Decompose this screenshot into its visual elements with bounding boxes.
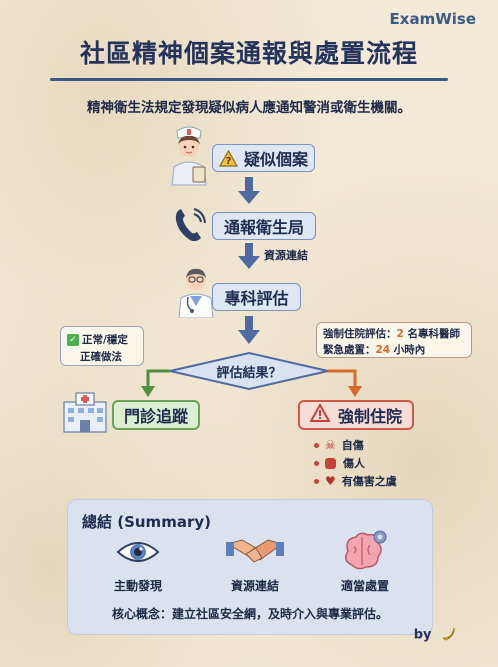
hospital-icon: [63, 392, 107, 433]
summary-panel: [67, 499, 433, 635]
arrow-2-shaft: [245, 243, 253, 256]
banana-icon: [440, 625, 456, 645]
arrow-1-shaft: [245, 177, 253, 191]
core-concept: 核心概念：建立社區安全網，及時介入與專業評估。: [111, 607, 388, 621]
arrow-3-shaft: [245, 316, 253, 331]
skull-icon: ☠: [325, 438, 336, 452]
handshake-icon: [226, 539, 284, 563]
outpatient-followup-box: 門診追蹤: [112, 400, 200, 430]
reason-item: 傷人: [314, 454, 397, 472]
compulsory-admission-label: 強制住院: [337, 407, 402, 426]
summary-item-disposition: 適當處置: [340, 579, 389, 593]
doctor-icon: [178, 268, 214, 318]
check-icon: ✓: [67, 333, 79, 346]
eye-icon: [116, 542, 160, 562]
bullet-dot: [314, 478, 319, 484]
broken-heart-icon: ♥: [325, 474, 336, 488]
step-assess-label: 專科評估: [224, 289, 289, 308]
resource-link-note: 資源連結: [264, 249, 308, 262]
brain-gear-icon: [345, 530, 387, 570]
left-note-line2: 正確做法: [80, 351, 122, 363]
alert-icon: [309, 402, 331, 426]
phone-icon: [175, 208, 206, 242]
green-branch-head: [141, 386, 155, 397]
arrow-3-head: [238, 330, 260, 344]
step-specialist-assessment: 專科評估: [212, 283, 301, 311]
orange-branch-head: [348, 386, 362, 397]
reason-item: ☠ 自傷: [314, 436, 397, 454]
footer-by-text: by: [413, 627, 432, 643]
title-underline: [50, 78, 448, 81]
decision-diamond: [169, 351, 329, 391]
outpatient-followup-label: 門診追蹤: [123, 407, 188, 426]
page-title: 社區精神個案通報與處置流程: [79, 39, 418, 68]
fist-icon: [325, 457, 336, 469]
green-branch-line: [146, 369, 170, 388]
warning-icon: ?: [218, 149, 239, 167]
right-note-bubble: 強制住院評估：2 名專科醫師 緊急處置：24 小時內: [316, 322, 472, 358]
bullet-dot: [314, 460, 319, 466]
step-report-label: 通報衛生局: [223, 218, 304, 237]
footer-credit: by: [414, 625, 456, 645]
svg-text:?: ?: [226, 156, 232, 167]
brand-logo: ExamWise: [389, 10, 476, 28]
left-note-text1: 正常/穩定: [82, 334, 128, 346]
left-note-line1: ✓ 正常/穩定: [67, 332, 128, 347]
decision-label: 評估結果？: [216, 366, 282, 381]
right-note-line2: 緊急處置：24 小時內: [323, 344, 426, 356]
left-note-bubble: ✓ 正常/穩定 正確做法: [60, 326, 144, 366]
arrow-2-head: [238, 256, 260, 269]
step-suspect-case: ? 疑似個案: [212, 144, 315, 172]
bullet-dot: [314, 442, 319, 448]
nurse-icon: [171, 126, 207, 186]
step-suspect-label: 疑似個案: [243, 150, 308, 169]
arrow-1-head: [238, 191, 260, 204]
summary-item-detect: 主動發現: [113, 579, 162, 593]
orange-branch-line: [328, 369, 357, 388]
right-note-line1: 強制住院評估：2 名專科醫師: [323, 328, 460, 340]
compulsory-admission-box: 強制住院: [298, 400, 414, 430]
reason-item: ♥ 有傷害之虞: [314, 472, 397, 490]
down-arrows: [238, 177, 260, 344]
admission-reasons-list: ☠ 自傷 傷人 ♥ 有傷害之虞: [314, 436, 397, 490]
subtitle: 精神衛生法規定發現疑似病人應通知警消或衛生機關。: [87, 100, 411, 116]
summary-title: 總結 (Summary): [82, 513, 211, 531]
summary-item-resource: 資源連結: [230, 579, 279, 593]
step-report-health-bureau: 通報衛生局: [212, 212, 316, 240]
